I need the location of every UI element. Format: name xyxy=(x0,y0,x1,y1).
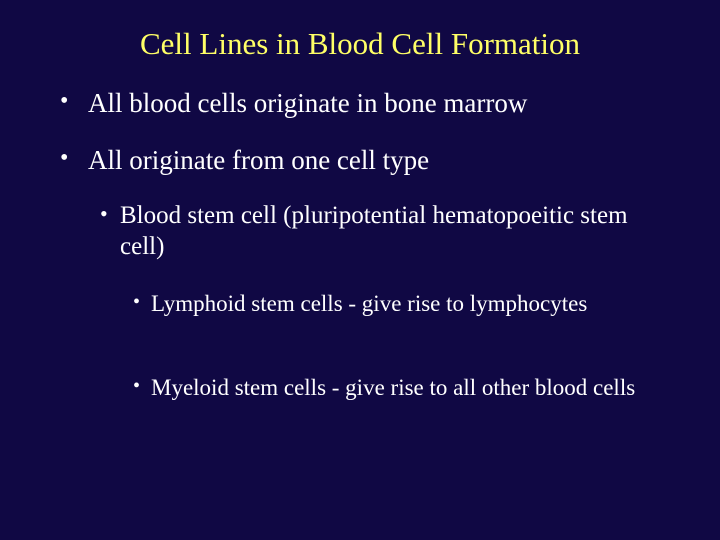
bullet-text: All originate from one cell type xyxy=(88,145,430,175)
bullet-level3-myeloid: • Myeloid stem cells - give rise to all … xyxy=(133,371,663,405)
bullet-dot-icon: • xyxy=(100,201,108,226)
bullet-dot-icon: • xyxy=(133,291,141,313)
slide-title: Cell Lines in Blood Cell Formation xyxy=(139,26,580,61)
bullet-dot-icon: • xyxy=(60,145,69,171)
bullet-level1-one-cell-type: • All originate from one cell type xyxy=(60,143,680,177)
bullet-dot-icon: • xyxy=(60,88,69,114)
bullet-text: Myeloid stem cells - give rise to all ot… xyxy=(151,375,636,400)
bullet-text: Blood stem cell (pluripotential hematopo… xyxy=(120,202,628,260)
bullet-text: All blood cells originate in bone marrow xyxy=(88,88,528,118)
bullet-level1-bone-marrow: • All blood cells originate in bone marr… xyxy=(60,86,680,120)
bullet-level3-lymphoid: • Lymphoid stem cells - give rise to lym… xyxy=(133,287,663,321)
bullet-dot-icon: • xyxy=(133,375,141,397)
bullet-level2-blood-stem-cell: • Blood stem cell (pluripotential hemato… xyxy=(100,200,660,262)
bullet-text: Lymphoid stem cells - give rise to lymph… xyxy=(151,291,588,316)
